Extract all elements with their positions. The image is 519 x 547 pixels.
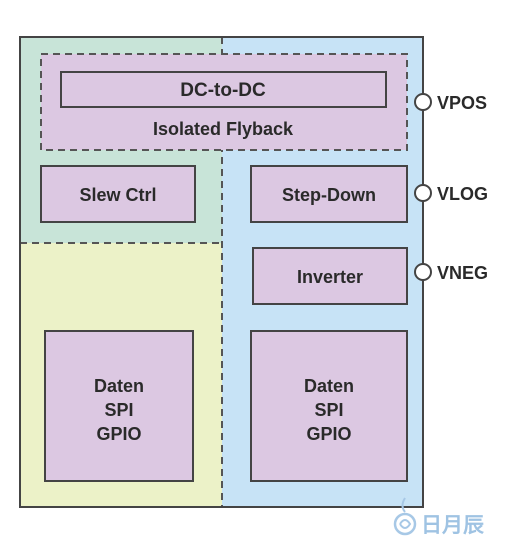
vlog-label: VLOG	[437, 184, 488, 204]
vpos-pin	[414, 93, 432, 111]
vlog-pin	[414, 184, 432, 202]
vneg-label: VNEG	[437, 263, 488, 283]
vpos-label: VPOS	[437, 93, 487, 113]
right-data-line-3: GPIO	[306, 424, 351, 444]
right-data-line-1: Daten	[304, 376, 354, 396]
step-down-label: Step-Down	[282, 185, 376, 205]
slew-ctrl-block	[40, 165, 196, 223]
dc-to-dc-label: DC-to-DC	[180, 80, 266, 101]
right-data-line-2: SPI	[314, 400, 343, 420]
left-data-line-3: GPIO	[96, 424, 141, 444]
dc-to-dc-block	[60, 71, 387, 108]
vneg-pin	[414, 263, 432, 281]
left-data-line-2: SPI	[104, 400, 133, 420]
isolated-flyback-label: Isolated Flyback	[153, 119, 294, 139]
slew-ctrl-label: Slew Ctrl	[79, 185, 156, 205]
right-data-block	[250, 330, 408, 482]
left-data-line-1: Daten	[94, 376, 144, 396]
left-data-block	[44, 330, 194, 482]
inverter-block	[252, 247, 408, 305]
step-down-block	[250, 165, 408, 223]
watermark-logo-icon	[393, 497, 417, 536]
watermark-text: 日月辰	[421, 513, 484, 537]
inverter-label: Inverter	[297, 267, 363, 287]
